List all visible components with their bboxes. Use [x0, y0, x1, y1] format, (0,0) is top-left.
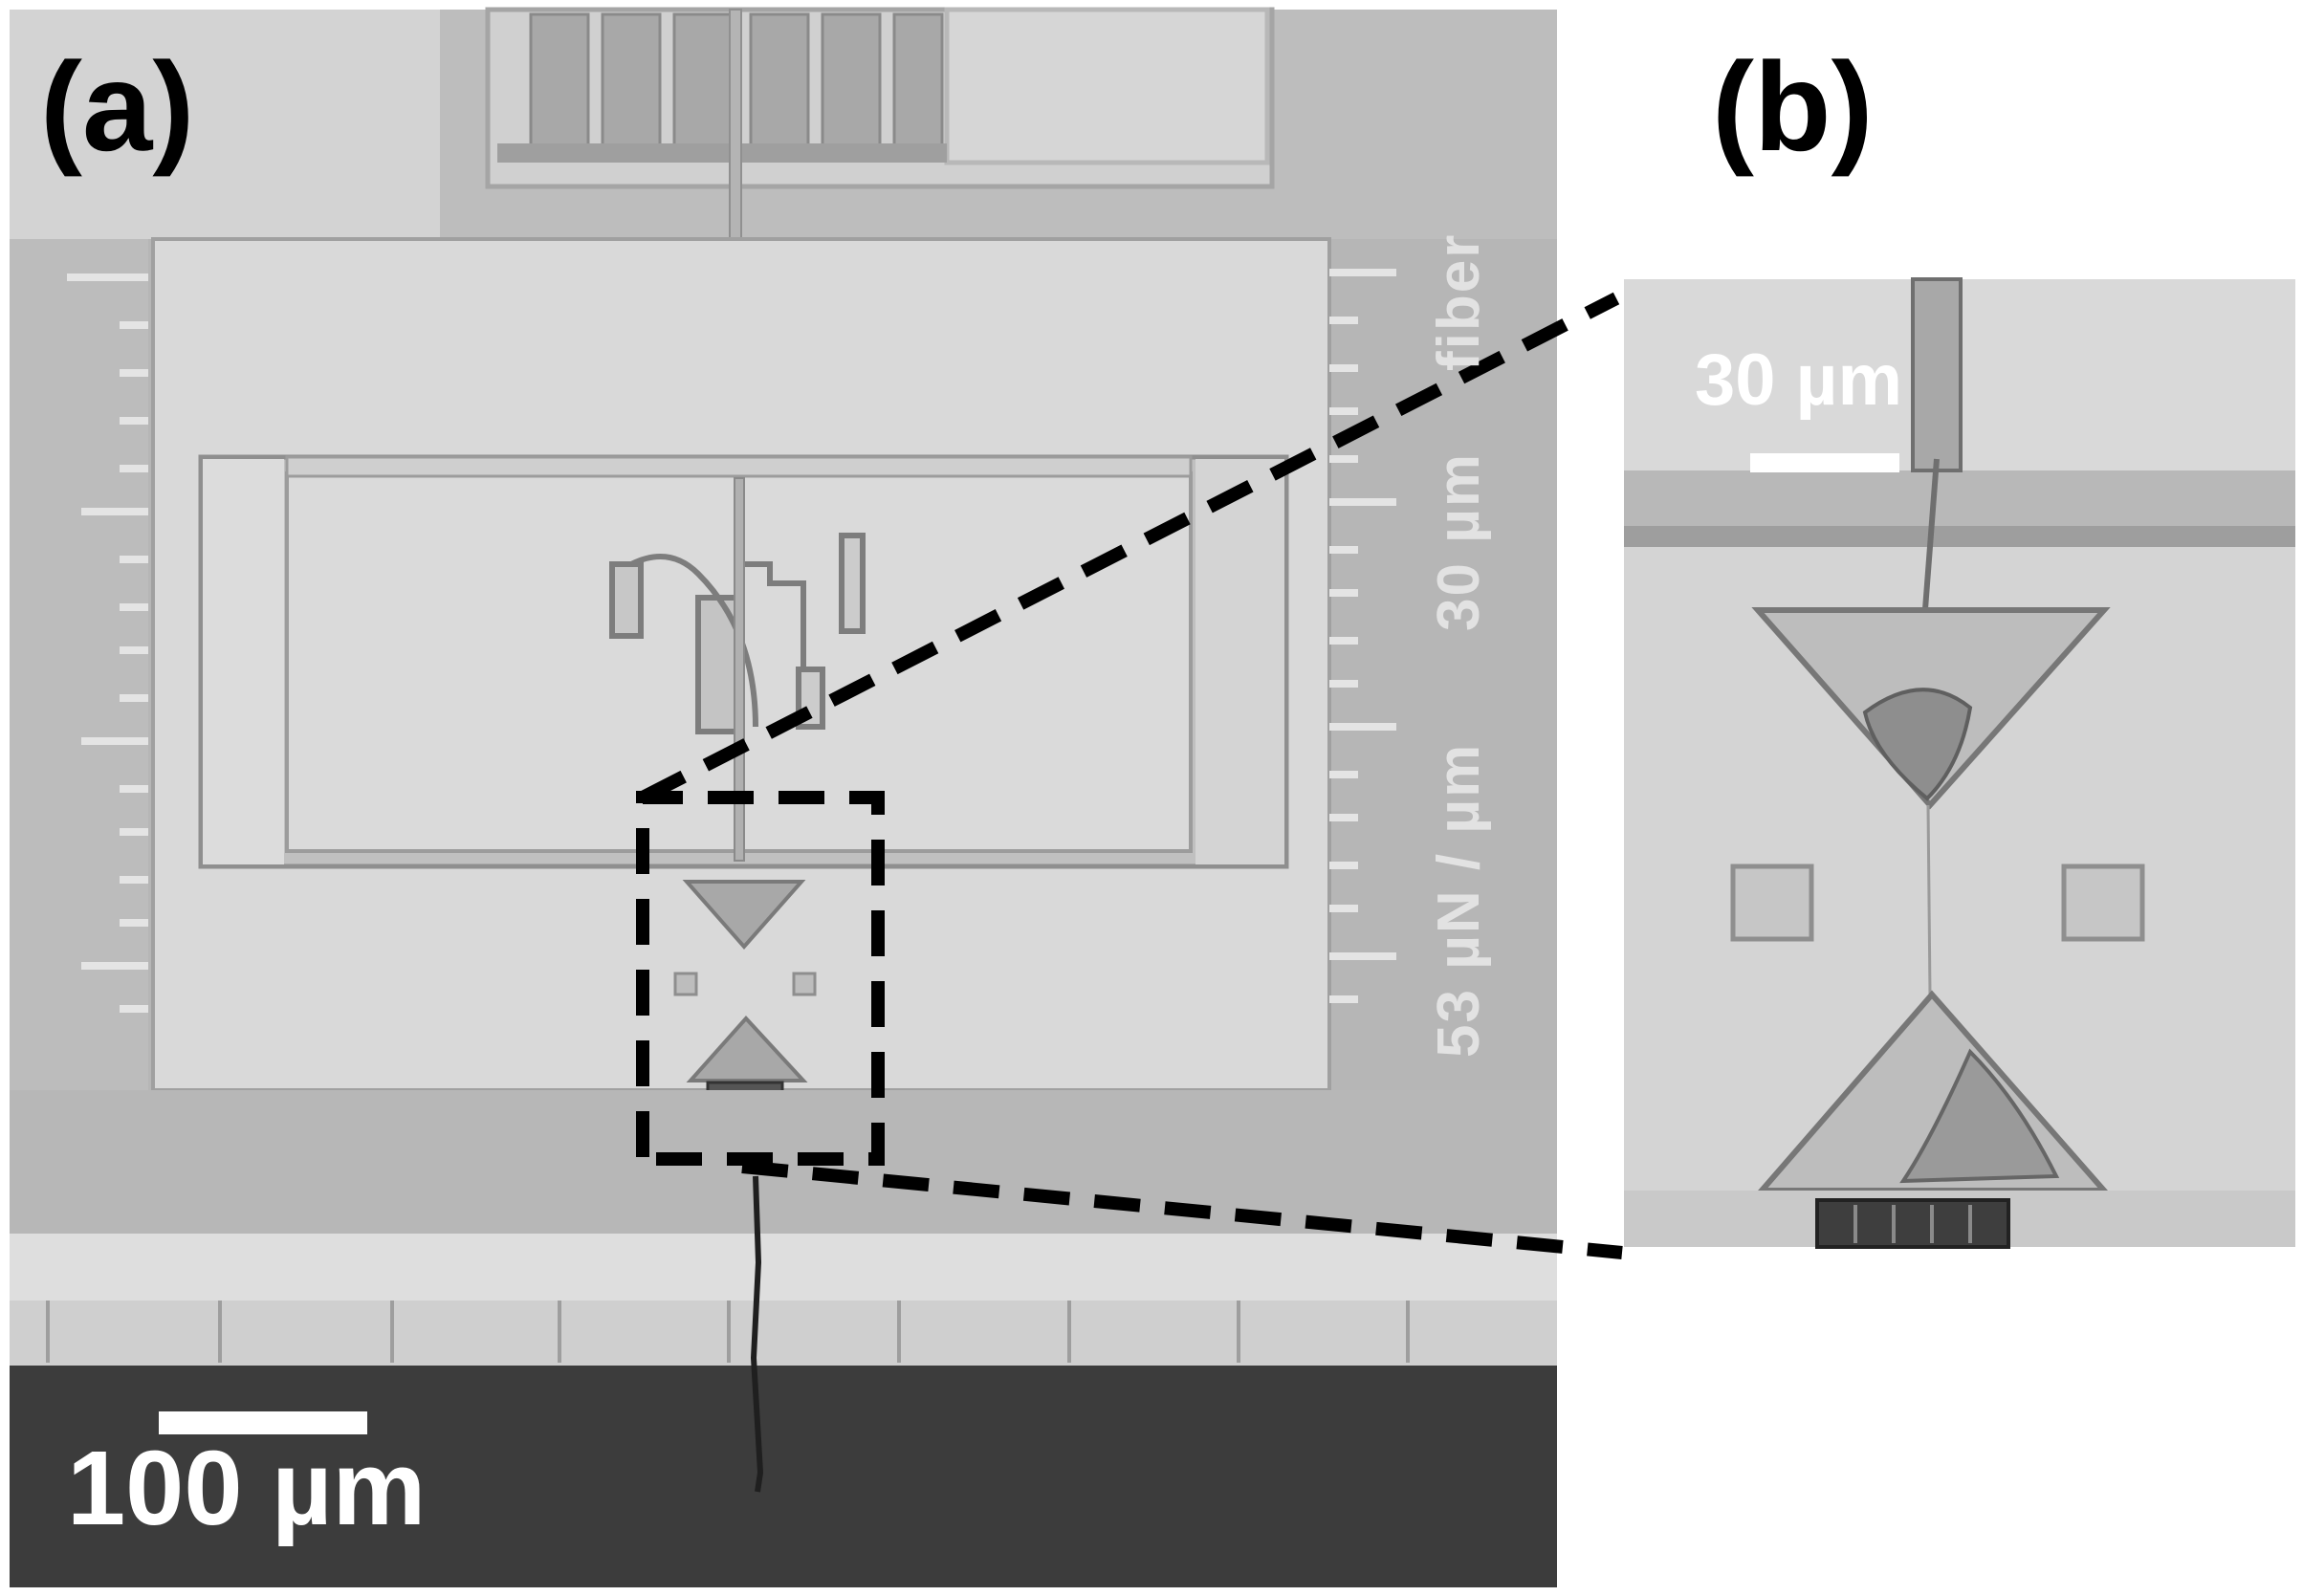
zoom-line-lower — [741, 1160, 1623, 1259]
scale-bar-b — [1750, 453, 1899, 472]
chip-label-fiber-size: 30 µm — [1426, 451, 1492, 631]
panel-a-upper-tip — [682, 880, 806, 951]
zoom-line-upper — [639, 292, 1620, 804]
central-mems-structure — [609, 478, 866, 734]
scale-bar-a-label: 100 µm — [67, 1430, 427, 1547]
right-ruler-ticks — [1329, 269, 1396, 1003]
top-comb-structure — [529, 12, 944, 160]
zoom-indicator — [636, 292, 1623, 1259]
zoom-region-box — [636, 791, 885, 1166]
scale-bar-a — [159, 1411, 367, 1434]
panel-a-lower-tip — [686, 1016, 808, 1082]
scale-bar-b-label: 30 µm — [1695, 339, 1903, 421]
chip-label-fiber: fiber — [1426, 232, 1492, 371]
pad-segments — [1853, 1205, 1972, 1243]
panel-b-micrograph — [1624, 277, 2295, 1249]
chip-label-stiffness: 53 µN / µm — [1426, 742, 1492, 1058]
panel-label-a: (a) — [40, 36, 195, 177]
panel-a-micrograph — [10, 7, 1557, 1587]
left-ruler-ticks — [67, 273, 148, 1013]
substrate-edge-segments — [46, 1301, 1410, 1363]
panel-label-b: (b) — [1712, 36, 1874, 177]
